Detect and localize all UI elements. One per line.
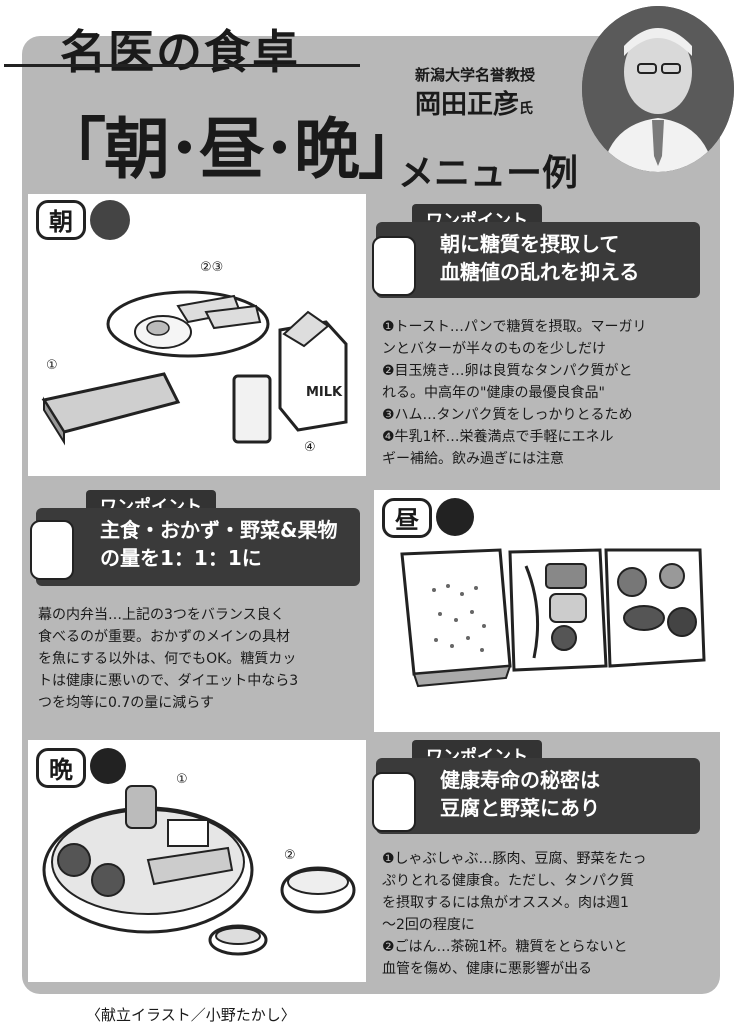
lunch-onepoint-line-2: の量を1：1：1に <box>100 546 262 570</box>
title-big: 「朝･昼･晩」 <box>40 110 424 188</box>
moon-icon <box>90 748 126 784</box>
lunch-item-line: を魚にする以外は、何でもOK。糖質カッ <box>38 651 297 667</box>
title-menu: メニュー例 <box>398 153 579 194</box>
illustration-credit: 〈献立イラスト／小野たかし〉 <box>86 1006 296 1024</box>
dinner-item-line: 血管を傷め、健康に悪影響が出る <box>382 961 592 977</box>
dinner-onepoint-box: 健康寿命の秘密は 豆腐と野菜にあり <box>376 758 700 834</box>
morning-item-line: ❷目玉焼き…卵は良質なタンパク質がと <box>382 363 633 379</box>
morning-badge: 朝 <box>36 200 86 240</box>
morning-onepoint-box: 朝に糖質を摂取して 血糖値の乱れを抑える <box>376 222 700 298</box>
morning-item-line: ❸ハム…タンパク質をしっかりとるため <box>382 407 633 423</box>
lunch-item-line: 幕の内弁当…上記の3つをバランス良く <box>38 607 285 623</box>
morning-illustration-area: MILK <box>28 194 366 476</box>
dinner-item-line: を摂取するには魚がオススメ。肉は週1 <box>382 895 629 911</box>
professor-name: 岡田正彦氏 <box>415 84 533 121</box>
lunch-onepoint-line-1: 主食・おかず・野菜&果物 <box>100 518 338 542</box>
sun-icon <box>436 498 474 536</box>
affiliation: 新潟大学名誉教授 <box>415 66 536 84</box>
professor-photo <box>582 6 734 172</box>
morning-onepoint-line-1: 朝に糖質を摂取して <box>440 232 620 256</box>
morning-marker-2-3: ②③ <box>200 260 224 275</box>
lunch-item-line: 食べるのが重要。おかずのメインの具材 <box>38 629 290 645</box>
dinner-menu-text: ❶しゃぶしゃぶ…豚肉、豆腐、野菜をたっ ぷりとれる健康食。ただし、タンパク質 を… <box>382 848 712 980</box>
sun-icon <box>90 200 130 240</box>
lunch-menu-text: 幕の内弁当…上記の3つをバランス良く 食べるのが重要。おかずのメインの具材 を魚… <box>38 604 368 714</box>
lunch-item-line: トは健康に悪いので、ダイエット中なら3 <box>38 673 299 689</box>
lunch-illustration-area <box>374 490 720 732</box>
dinner-item-line: ❶しゃぶしゃぶ…豚肉、豆腐、野菜をたっ <box>382 851 647 867</box>
dinner-illustration-area <box>28 740 366 982</box>
pointing-hand-icon <box>372 772 416 832</box>
dinner-item-line: ❷ごはん…茶碗1杯。糖質をとらないと <box>382 939 628 955</box>
morning-item-line: れる。中高年の"健康の最優良食品" <box>382 385 605 401</box>
title-underline <box>4 64 360 67</box>
morning-onepoint-line-2: 血糖値の乱れを抑える <box>440 260 640 284</box>
morning-item-line: ❹牛乳1杯…栄養満点で手軽にエネル <box>382 429 614 445</box>
lunch-onepoint-box: 主食・おかず・野菜&果物 の量を1：1：1に <box>36 508 360 586</box>
morning-item-line: ❶トースト…パンで糖質を摂取。マーガリ <box>382 319 647 335</box>
morning-marker-4: ④ <box>304 440 316 455</box>
dinner-item-line: ぷりとれる健康食。ただし、タンパク質 <box>382 873 634 889</box>
lunch-badge: 昼 <box>382 498 432 538</box>
morning-marker-1: ① <box>46 358 58 373</box>
dinner-marker-1: ① <box>176 772 188 787</box>
title-top: 名医の食卓 <box>60 25 300 79</box>
pointing-hand-icon <box>372 236 416 296</box>
dinner-item-line: 〜2回の程度に <box>382 917 475 933</box>
lunch-item-line: つを均等に0.7の量に減らす <box>38 695 214 711</box>
honorific: 氏 <box>519 101 534 117</box>
dinner-onepoint-line-2: 豆腐と野菜にあり <box>440 796 600 820</box>
morning-menu-text: ❶トースト…パンで糖質を摂取。マーガリ ンとバターが半々のものを少しだけ ❷目玉… <box>382 316 712 470</box>
dinner-badge: 晩 <box>36 748 86 788</box>
professor-name-text: 岡田正彦 <box>415 90 520 120</box>
morning-item-line: ンとバターが半々のものを少しだけ <box>382 341 606 357</box>
morning-item-line: ギー補給。飲み過ぎには注意 <box>382 451 564 467</box>
dinner-marker-2: ② <box>284 848 296 863</box>
milk-label: MILK <box>306 385 343 400</box>
dinner-onepoint-line-1: 健康寿命の秘密は <box>440 768 600 792</box>
pointing-hand-icon <box>30 520 74 580</box>
